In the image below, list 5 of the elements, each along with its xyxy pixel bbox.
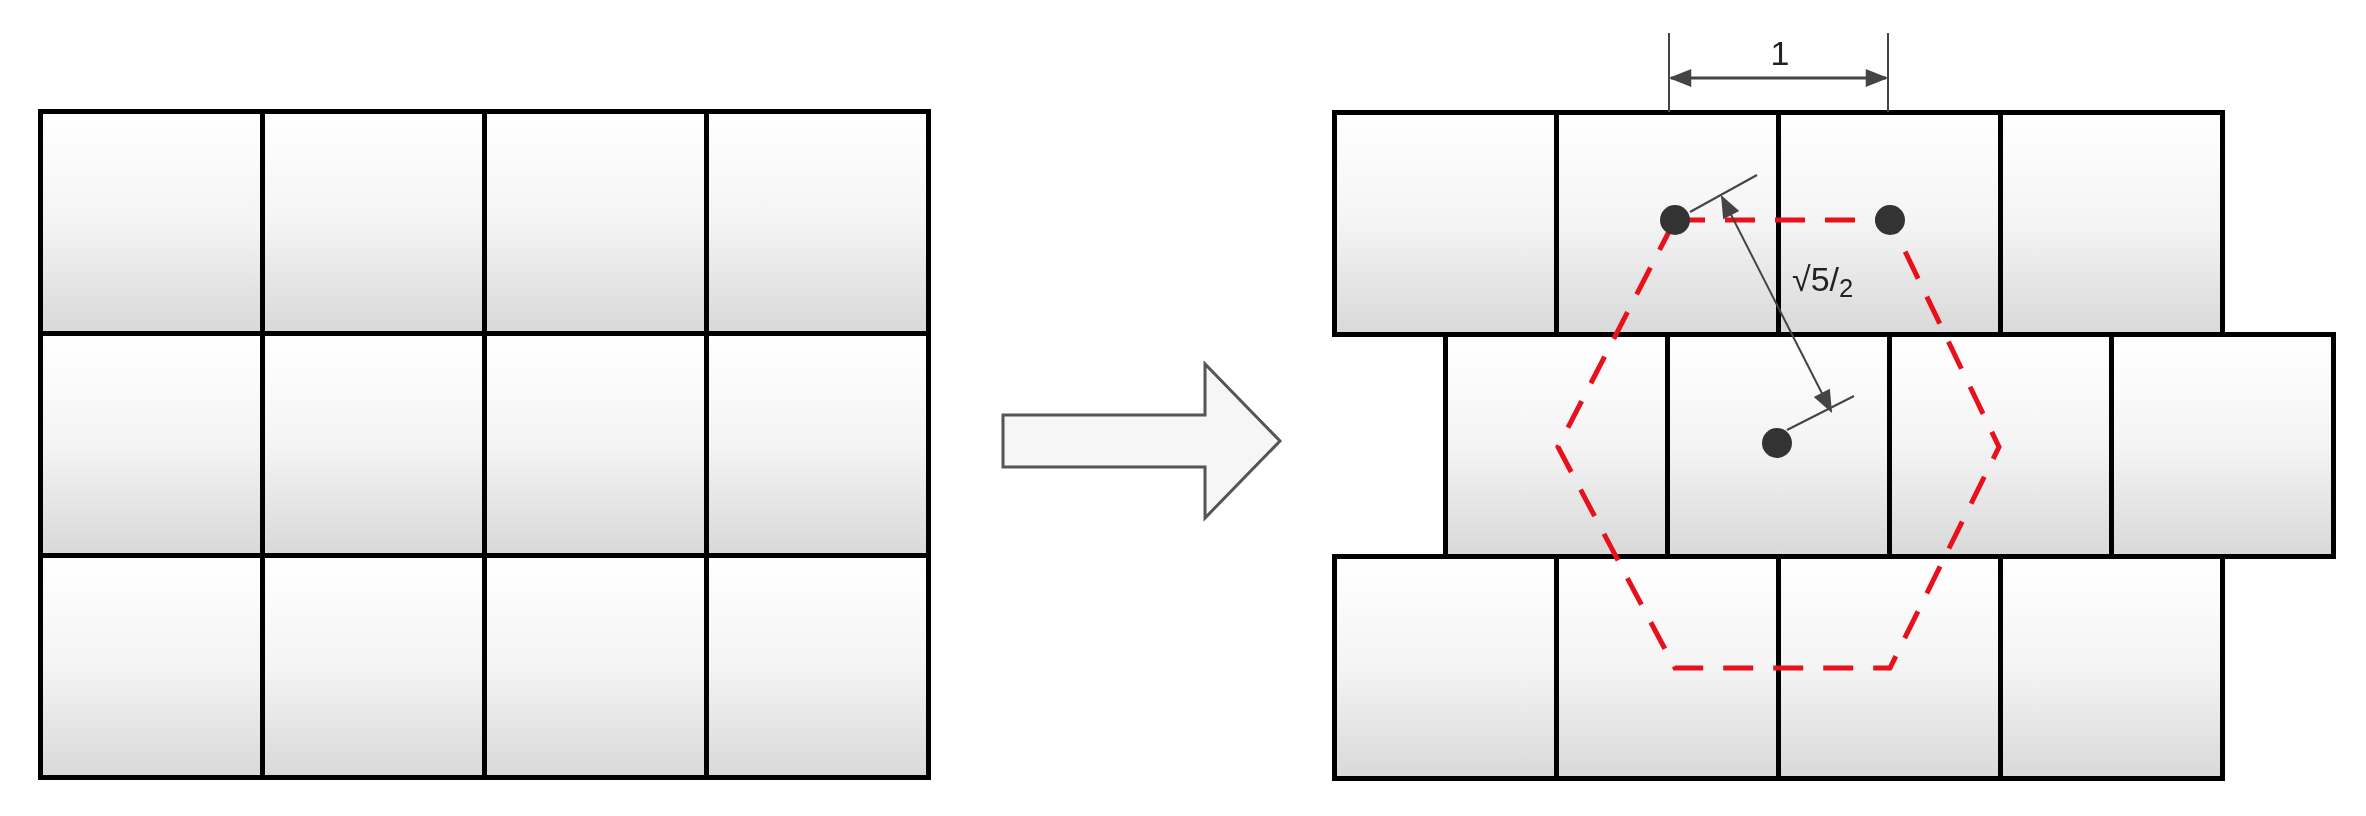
tile-grid-drawing xyxy=(38,109,931,780)
dimension-label: 1 xyxy=(1769,36,1791,70)
tile-grid-drawing xyxy=(1332,110,2336,781)
dimension-label: √5/$_{2}$ xyxy=(1792,262,1854,296)
block-arrow xyxy=(1001,360,1283,522)
